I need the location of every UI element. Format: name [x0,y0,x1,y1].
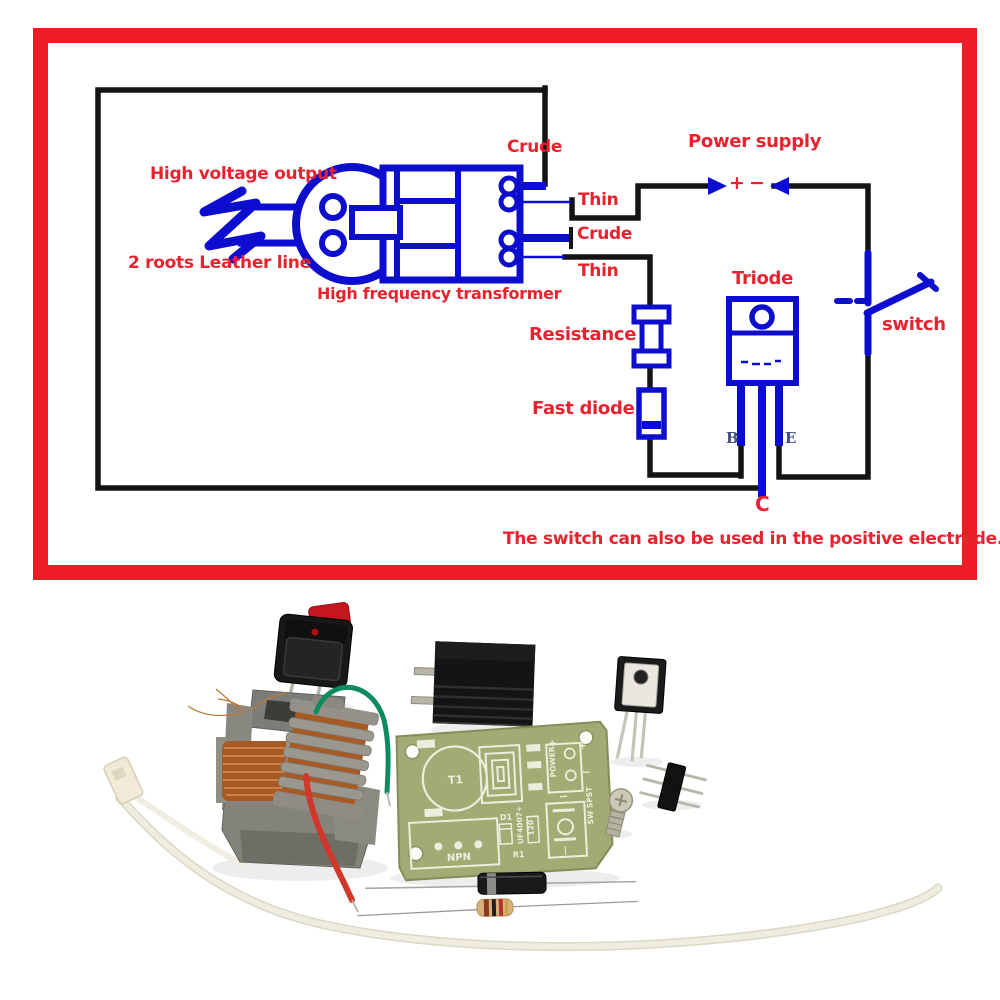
diode-to-base-wire [647,434,739,478]
spiral-trace [478,744,524,805]
cable-tie [103,756,943,952]
resistor-symbol [631,304,672,369]
pin-header [639,762,707,812]
label-pin-e: E [785,429,797,447]
thin-to-plus-wire [569,183,713,221]
pcb: T1 NPN D1 UF4007+ 120 R1 POWER SW SPST +… [395,720,614,882]
transformer-core-horizontals [397,198,458,249]
magnet-wires [187,688,287,717]
green-wire [313,685,391,795]
thin-to-resistor-wire [562,254,653,312]
transformer-notch [349,205,403,240]
primary-terminal-4 [498,246,520,268]
pcb-npn: NPN [447,852,472,864]
screw [604,788,634,838]
triode-leg-e [775,383,783,446]
axial-diode [365,871,636,895]
red-wire [303,773,355,903]
phillips-slot [614,794,627,807]
red-wire-tip [351,899,359,913]
label-crude-mid: Crude [577,224,633,244]
green-wire-tip [386,791,391,807]
rocker-switch [273,602,353,714]
triode-leg-b [737,383,745,446]
r1-footprint [526,815,541,844]
emitter-to-switch-wire [776,349,871,480]
pcb-text: T1 NPN D1 UF4007+ 120 R1 POWER SW SPST +… [447,738,596,864]
label-fast-diode: Fast diode [532,398,635,419]
switch-symbol [834,249,939,357]
label-resistance: Resistance [529,324,637,345]
label-pin-b: B [726,429,739,447]
primary-terminal-3 [498,229,520,251]
sw-footprint [545,800,589,859]
triode-leg-c [758,383,766,497]
triode-hole [749,304,775,330]
label-footnote: The switch can also be used in the posit… [503,529,1000,549]
diode-band [486,873,497,895]
hv-transformer [187,685,391,913]
spark-zigzag-icon [199,186,266,264]
pcb-r1: R1 [513,850,526,860]
label-high-frequency-transformer: High frequency transformer [317,284,562,303]
output-terminal-top [319,193,347,221]
diode-symbol [636,387,667,440]
label-triode: Triode [732,268,794,289]
arrow-right-icon [708,177,727,195]
npn-footprint [408,817,501,870]
primary-terminal-2 [498,191,520,213]
label-thin-mid: Thin [578,261,619,281]
pcb-plus-2: + [578,741,587,752]
components-photo: T1 NPN D1 UF4007+ 120 R1 POWER SW SPST +… [103,602,943,952]
pcb-resistor-code: 120 [526,820,536,836]
black-wires [95,85,871,491]
label-crude-top: Crude [507,137,563,157]
pcb-sw-spst: SW SPST [584,786,595,825]
pcb-minus-1: − [581,765,591,778]
heatsink [410,641,536,727]
transistor-metal-face [621,662,660,708]
power-footprint [545,741,584,794]
d1-footprint [498,822,514,845]
minus-to-switch-wire [771,183,871,257]
axial-resistor [357,898,638,917]
secondary-coil [272,695,380,821]
circuit-diagram [95,85,939,497]
transistor [614,656,667,762]
transformer-body [379,164,524,284]
switch-indicator-dot [311,628,319,636]
pcb-minus-2: − [559,790,569,803]
arrow-left-icon [770,177,789,195]
label-switch: switch [882,314,946,335]
pcb-sw-mark: | [563,846,567,856]
transistor-hole [633,669,649,685]
power-arrows [708,177,789,195]
pcb-d1: D1 [500,813,513,823]
cable-tie-head [103,756,144,805]
triode-symbol [726,296,799,497]
main-loop-wire [95,87,762,491]
label-thin-top: Thin [578,190,619,210]
blue-symbols [199,163,939,497]
label-pin-c: C [755,492,770,516]
pcb-t1: T1 [448,773,464,787]
label-leather-line: 2 roots Leather line [128,253,311,273]
label-minus: − [749,172,765,194]
label-high-voltage-output: High voltage output [150,164,337,184]
pcb-silkscreen [408,739,589,870]
output-terminal-bottom [319,229,347,257]
pcb-diode-model: UF4007+ [514,806,525,845]
pcb-plus-1: + [548,738,557,749]
label-plus: + [729,172,745,194]
label-power-supply: Power supply [688,131,822,152]
pcb-power: POWER [547,746,558,778]
